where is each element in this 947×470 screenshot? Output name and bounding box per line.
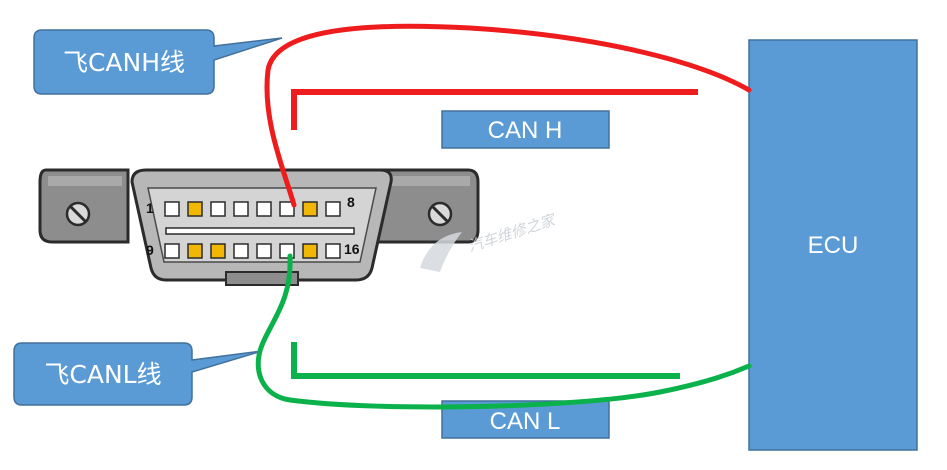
pin-number-8: 8	[347, 194, 355, 210]
connector-face	[147, 187, 377, 263]
can-l-bus-line	[291, 342, 680, 379]
pin-8	[325, 201, 341, 217]
pin-13	[256, 243, 272, 259]
screw-left-icon	[65, 201, 91, 227]
can-h-box	[441, 110, 610, 149]
pin-number-1: 1	[146, 200, 154, 216]
ecu-block: ECU	[748, 39, 918, 451]
callout-can-l: 飞CANL线	[13, 342, 263, 406]
can-h-label-box: CAN H	[441, 110, 610, 149]
ecu-label: ECU	[808, 232, 859, 259]
connector-right-ear	[370, 168, 480, 244]
pin-row-top	[164, 201, 341, 217]
callout-can-l-bubble	[13, 342, 263, 406]
connector-center-bar	[165, 227, 355, 235]
pin-16	[325, 243, 341, 259]
screw-right-icon	[427, 201, 453, 227]
left-ear-highlight	[48, 176, 122, 186]
callout-can-l-text: 飞CANL线	[44, 360, 161, 389]
pin-6-can-h	[279, 201, 295, 217]
watermark-logo-icon	[420, 232, 462, 272]
pin-number-16: 16	[344, 241, 360, 257]
pin-7	[302, 201, 318, 217]
pin-2	[187, 201, 203, 217]
connector-tab	[225, 271, 299, 286]
pin-5	[256, 201, 272, 217]
can-h-flying-wire	[264, 23, 752, 208]
can-l-wires	[255, 253, 752, 410]
callout-can-h-text: 飞CANH线	[63, 48, 185, 77]
can-h-label: CAN H	[488, 117, 563, 144]
callout-can-h: 飞CANH线	[33, 29, 283, 95]
pin-11	[210, 243, 226, 259]
pin-10	[187, 243, 203, 259]
right-ear-highlight	[378, 176, 470, 186]
can-l-flying-wire	[255, 253, 752, 410]
ecu-box	[748, 39, 918, 451]
callout-can-h-bubble	[33, 29, 283, 95]
pin-3	[210, 201, 226, 217]
pin-1	[164, 201, 180, 217]
watermark-text: 汽车维修之家	[466, 210, 559, 256]
can-l-label: CAN L	[490, 408, 561, 435]
pin-number-9: 9	[146, 242, 154, 258]
obd-connector: 1 8 9 16	[38, 168, 480, 286]
pin-15	[302, 243, 318, 259]
pin-4	[233, 201, 249, 217]
can-h-bus-line	[291, 89, 698, 130]
pin-12	[233, 243, 249, 259]
can-h-wires	[264, 23, 752, 208]
pin-row-bottom	[164, 243, 341, 259]
pin-9	[164, 243, 180, 259]
